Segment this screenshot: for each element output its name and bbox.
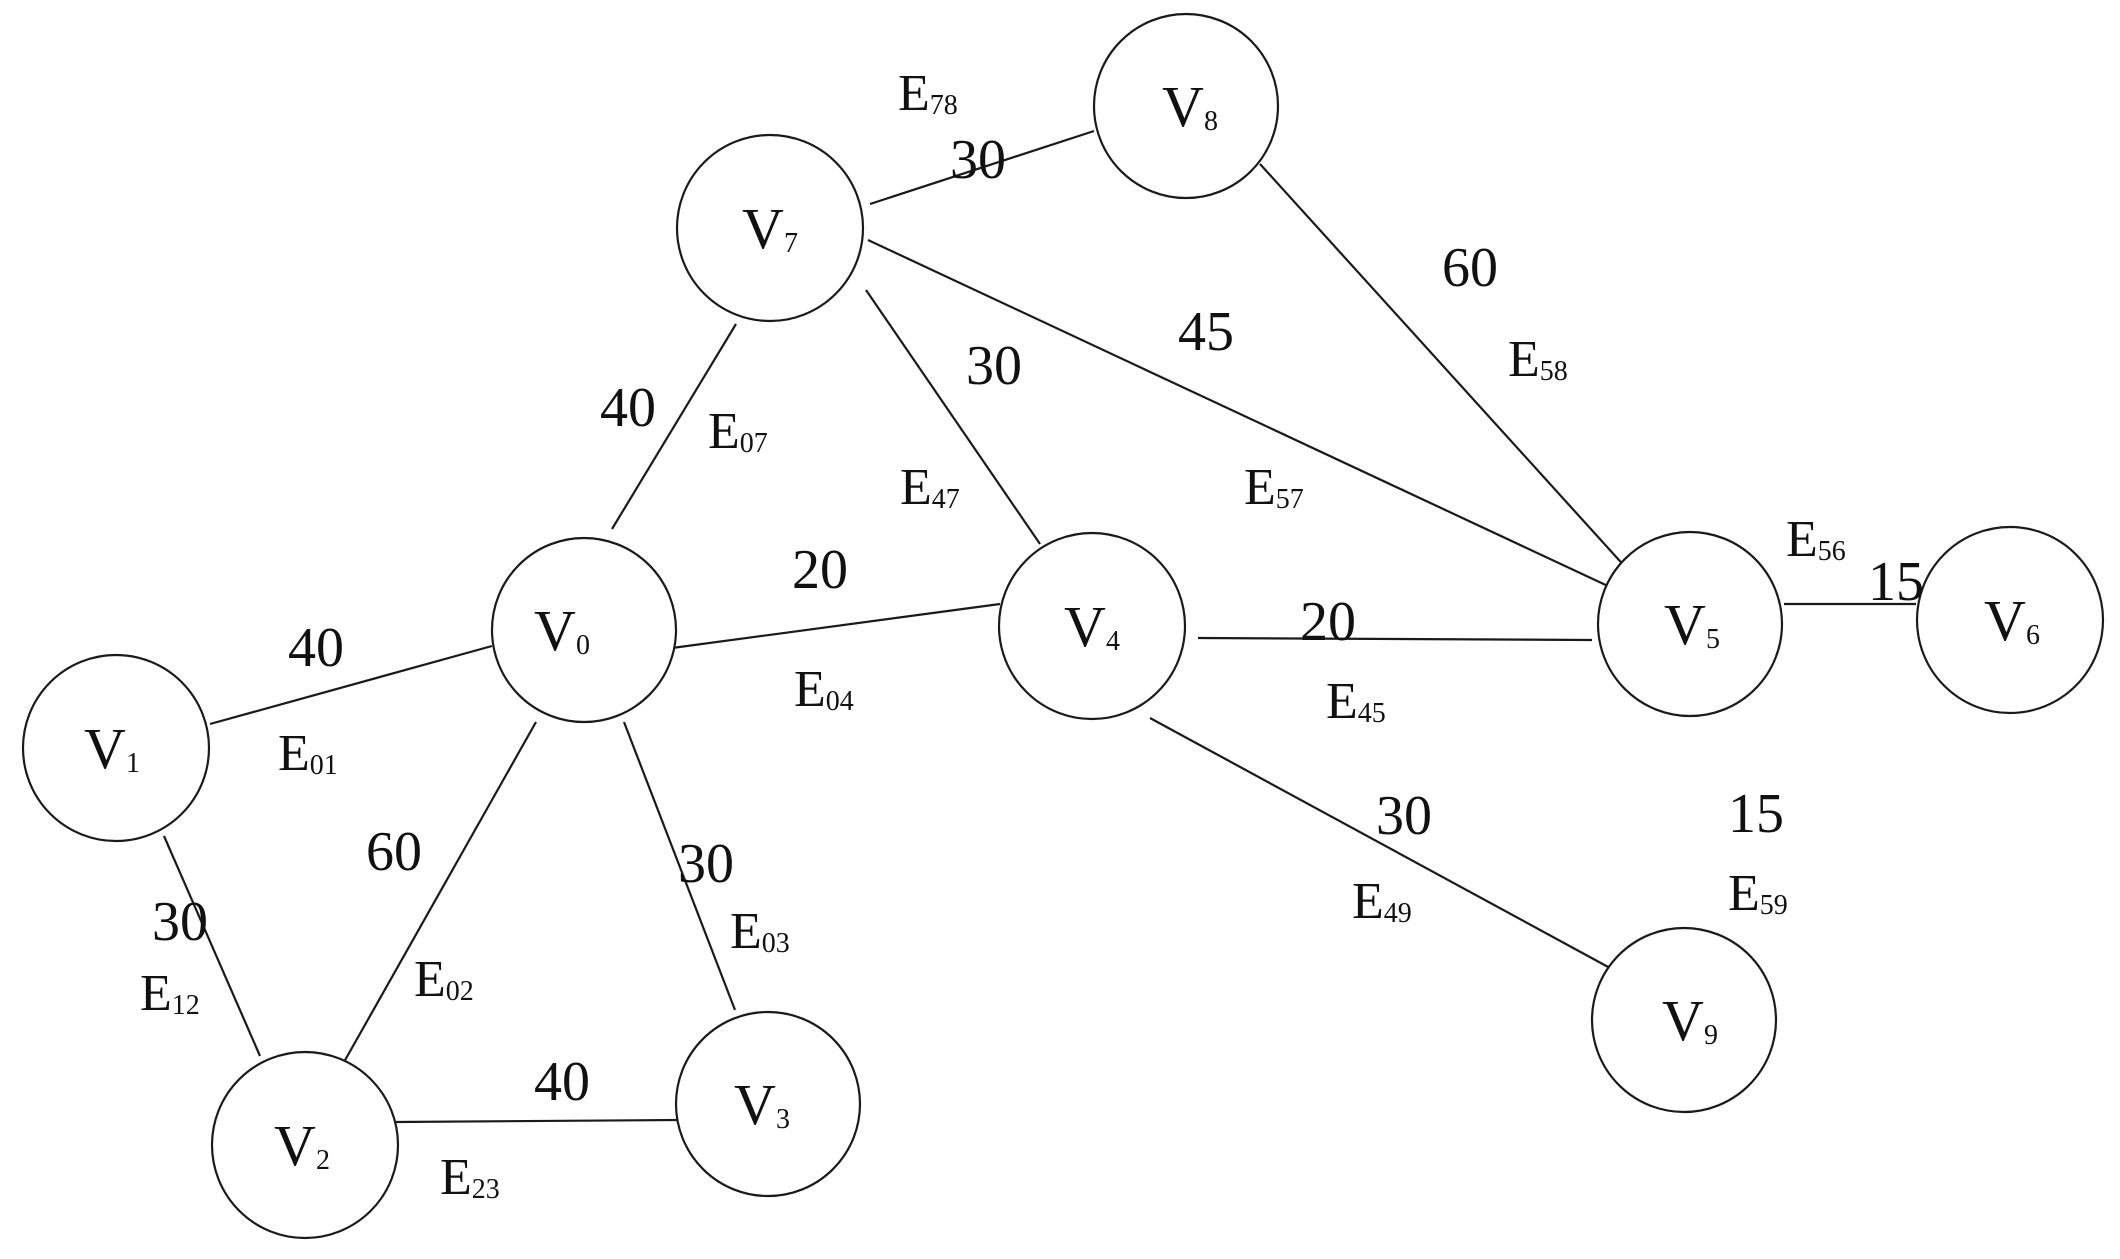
node-circle (1590, 926, 1778, 1114)
edge-weight-e03: 30 (678, 833, 734, 895)
node-label: V5 (1664, 592, 1720, 657)
edge-e12 (162, 835, 262, 1057)
edge-weight-e59: 15 (1728, 783, 1784, 845)
node-circle (674, 1010, 862, 1198)
edge-name-e59: E59 (1728, 865, 1788, 922)
edge-name-e07: E07 (708, 403, 768, 460)
node-circle (1915, 525, 2105, 715)
node-v1: V1 (21, 653, 211, 843)
edge-name-e56: E56 (1786, 511, 1846, 568)
edge-weight-e57: 45 (1178, 301, 1234, 363)
edge-weight-e02: 60 (366, 821, 422, 883)
node-v9: V9 (1590, 926, 1778, 1114)
edge-e23 (395, 1118, 679, 1124)
edge-e47 (865, 289, 1041, 545)
node-v6: V6 (1915, 525, 2105, 715)
edge-name-e12: E12 (140, 965, 200, 1022)
node-circle (997, 531, 1187, 721)
edge-weight-e49: 30 (1376, 785, 1432, 847)
edge-e49 (1149, 717, 1611, 969)
edge-name-e58: E58 (1508, 331, 1568, 388)
edge-name-e04: E04 (794, 661, 854, 718)
node-circle (1092, 12, 1280, 200)
edges-layer (162, 129, 1916, 1124)
node-label: V2 (274, 1113, 330, 1178)
edge-weight-e12: 30 (152, 891, 208, 953)
node-label: V0 (534, 598, 590, 663)
edge-name-e47: E47 (900, 459, 960, 516)
edge-e45 (1197, 636, 1593, 642)
edge-weight-e23: 40 (534, 1051, 590, 1113)
edge-name-e02: E02 (414, 951, 474, 1008)
edge-weight-e58: 60 (1442, 237, 1498, 299)
edge-name-e03: E03 (730, 903, 790, 960)
edge-weight-e04: 20 (792, 539, 848, 601)
node-label: V7 (742, 196, 798, 261)
labels-layer: 40 E01 30 E12 60 E02 30 E03 40 E23 20 E0… (140, 65, 1924, 1206)
edge-name-e49: E49 (1352, 873, 1412, 930)
edge-name-e45: E45 (1326, 673, 1386, 730)
node-v0: V0 (490, 536, 678, 724)
node-circle (210, 1050, 400, 1240)
edge-weight-e01: 40 (288, 617, 344, 679)
node-circle (1596, 530, 1784, 718)
edge-e58 (1259, 163, 1629, 571)
edge-weight-e45: 20 (1300, 591, 1356, 653)
node-v5: V5 (1596, 530, 1784, 718)
node-label: V4 (1064, 594, 1120, 659)
node-label: V8 (1162, 74, 1218, 139)
node-label: V1 (84, 716, 140, 781)
edge-e03 (622, 721, 737, 1011)
node-circle (490, 536, 678, 724)
node-label: V3 (734, 1072, 790, 1137)
edge-e02 (343, 721, 537, 1063)
node-circle (21, 653, 211, 843)
nodes-layer: V0 V1 V2 V3 V4 V5 V6 V7 (21, 12, 2105, 1240)
node-v3: V3 (674, 1010, 862, 1198)
node-v8: V8 (1092, 12, 1280, 200)
edge-weight-e78: 30 (950, 129, 1006, 191)
edge-e07 (611, 323, 737, 530)
edge-weight-e07: 40 (600, 377, 656, 439)
edge-name-e57: E57 (1244, 459, 1304, 516)
edge-weight-e56: 15 (1868, 551, 1924, 613)
node-label: V6 (1984, 588, 2040, 653)
edge-e78 (869, 129, 1095, 206)
node-label: V9 (1662, 988, 1718, 1053)
node-v4: V4 (997, 531, 1187, 721)
node-v2: V2 (210, 1050, 400, 1240)
edge-name-e01: E01 (278, 725, 338, 782)
edge-e01 (209, 644, 493, 726)
edge-e57 (867, 239, 1611, 588)
edge-name-e23: E23 (440, 1149, 500, 1206)
edge-e04 (671, 602, 1001, 650)
edge-name-e78: E78 (898, 65, 958, 122)
edge-weight-e47: 30 (966, 335, 1022, 397)
node-v7: V7 (675, 133, 865, 323)
node-circle (675, 133, 865, 323)
